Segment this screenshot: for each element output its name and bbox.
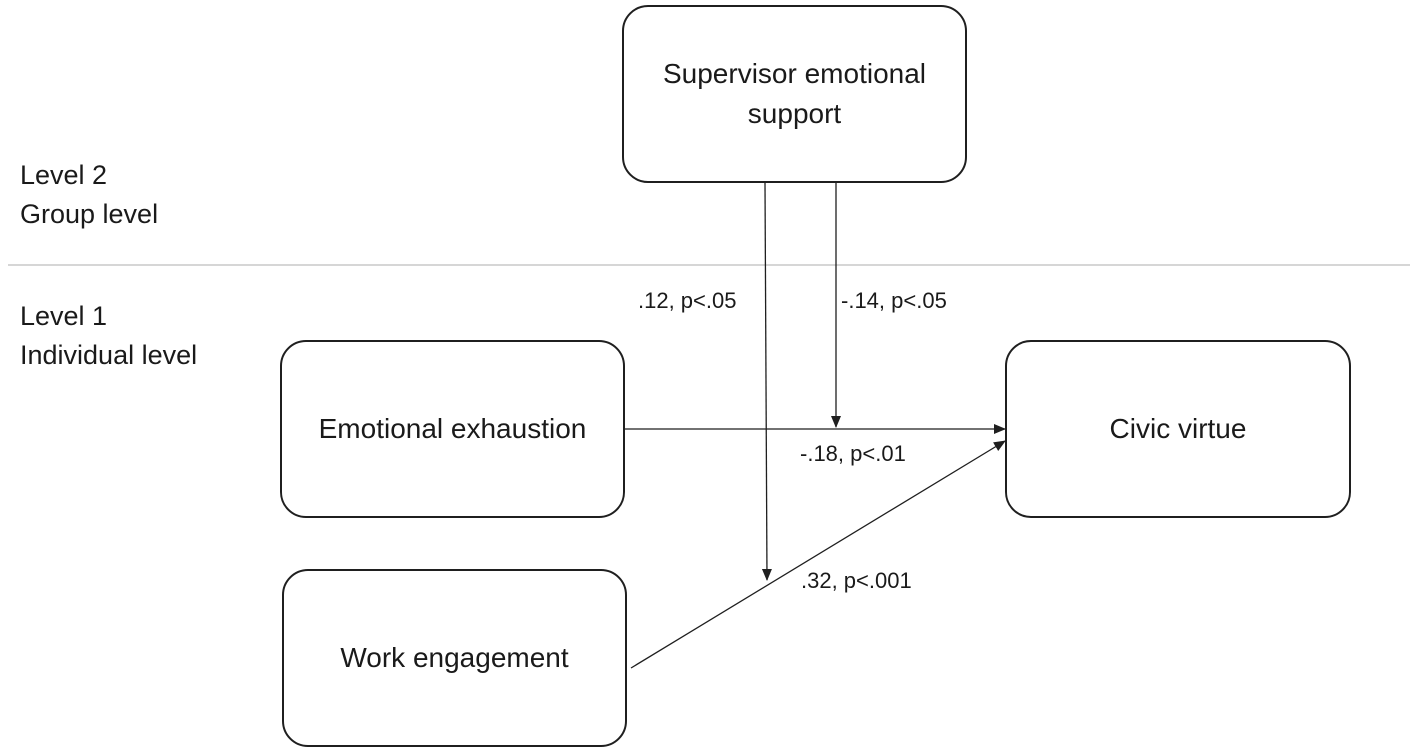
path-label-moderation-exhaustion: -.14, p<.05 — [841, 288, 947, 313]
path-label-exhaustion-civic: -.18, p<.01 — [800, 441, 906, 466]
path-label-engagement-civic: .32, p<.001 — [801, 568, 912, 593]
arrow-engagement-to-civic — [630, 440, 1006, 669]
level-2-title: Level 2 — [20, 160, 108, 190]
node-exhaustion-label: Emotional exhaustion — [318, 413, 587, 444]
level-1-subtitle: Individual level — [20, 340, 198, 370]
node-supervisor-label: Supervisor emotional support — [662, 58, 927, 129]
node-engagement-label: Work engagement — [340, 642, 569, 673]
level-2-label: Level 2 Group level — [20, 156, 158, 234]
node-civic-virtue: Civic virtue — [1005, 340, 1351, 518]
arrow-supervisor-to-engagement-path — [761, 182, 772, 581]
level-1-label: Level 1 Individual level — [20, 297, 197, 375]
level-1-title: Level 1 — [20, 301, 108, 331]
node-work-engagement: Work engagement — [282, 569, 627, 747]
node-civic-label: Civic virtue — [1109, 413, 1247, 444]
level-2-subtitle: Group level — [20, 199, 159, 229]
node-emotional-exhaustion: Emotional exhaustion — [280, 340, 625, 518]
node-supervisor-emotional-support: Supervisor emotional support — [622, 5, 967, 183]
path-label-moderation-engagement: .12, p<.05 — [638, 288, 737, 313]
